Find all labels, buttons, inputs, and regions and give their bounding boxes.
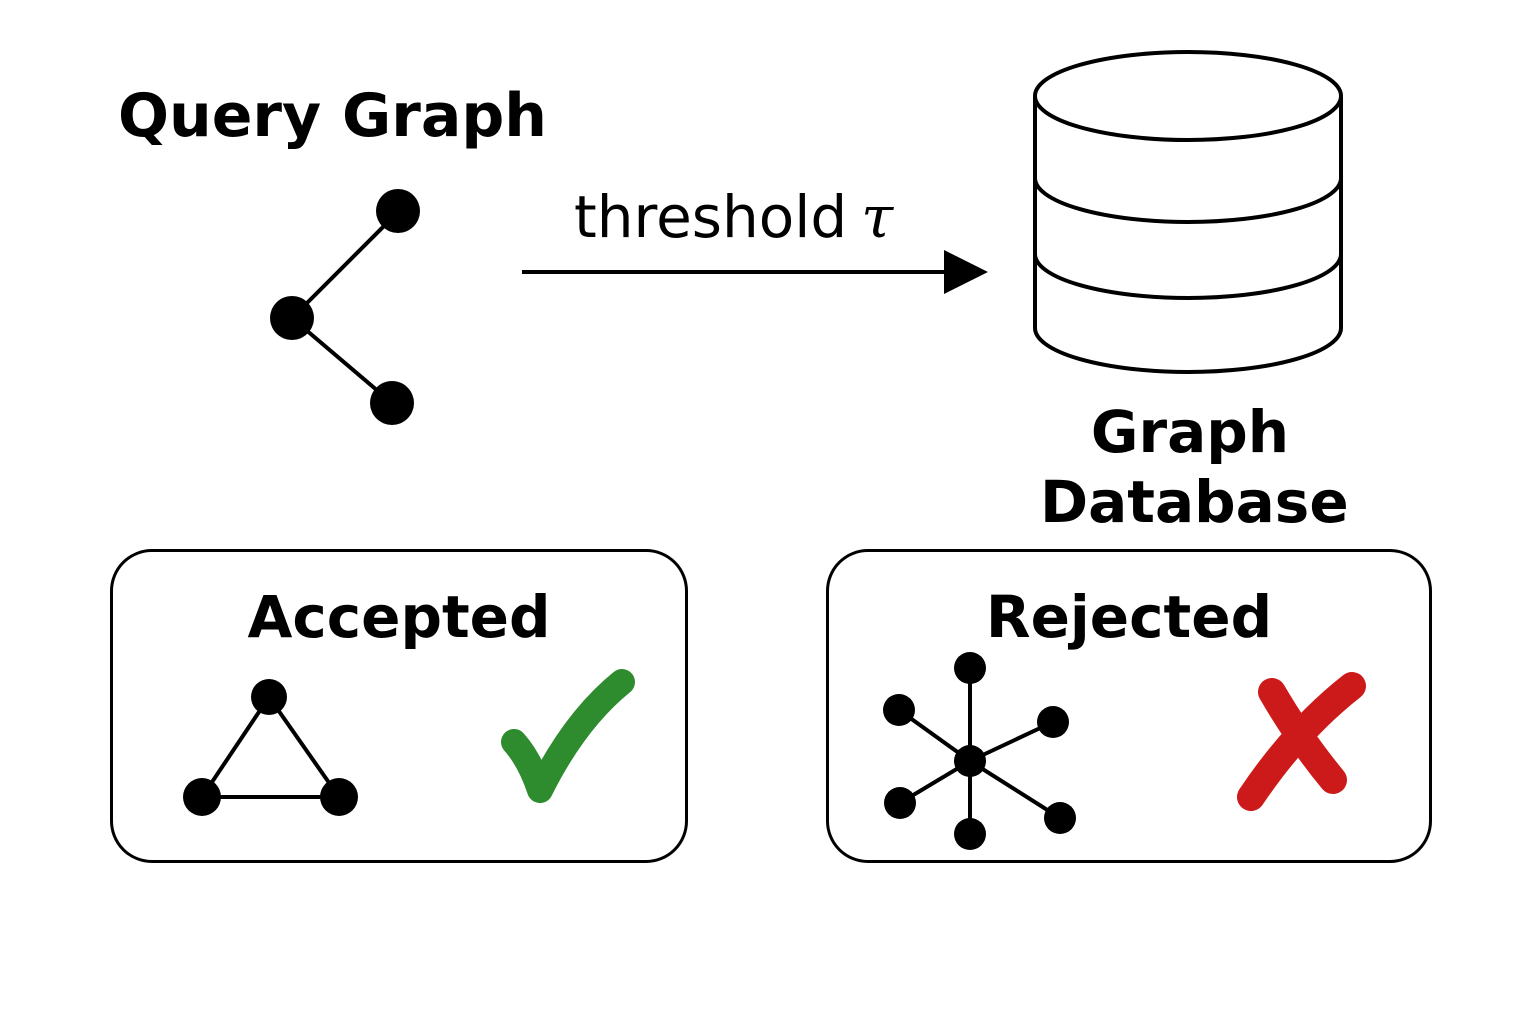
query-node-bottom — [370, 381, 414, 425]
accepted-panel: Accepted — [110, 549, 688, 863]
accepted-title: Accepted — [247, 583, 551, 651]
graph-database-label: Graph Database — [1040, 398, 1349, 537]
rejected-title: Rejected — [985, 583, 1273, 651]
query-node-top — [376, 189, 420, 233]
query-graph-title: Query Graph — [118, 81, 547, 151]
graph-database-label-line1: Graph — [1090, 398, 1290, 466]
arrow-right-icon — [522, 250, 988, 294]
tau-symbol: τ — [861, 183, 894, 251]
checkmark-icon — [501, 669, 635, 803]
cross-icon — [1237, 672, 1366, 811]
threshold-text: threshold — [574, 183, 848, 251]
triangle-graph-icon — [183, 679, 358, 816]
star-graph-icon — [883, 652, 1076, 850]
rejected-panel: Rejected — [826, 549, 1432, 863]
database-cylinder-icon — [1033, 50, 1343, 374]
graph-database-label-line2: Database — [1040, 467, 1349, 536]
query-graph-icon — [270, 189, 420, 425]
query-node-center — [270, 296, 314, 340]
